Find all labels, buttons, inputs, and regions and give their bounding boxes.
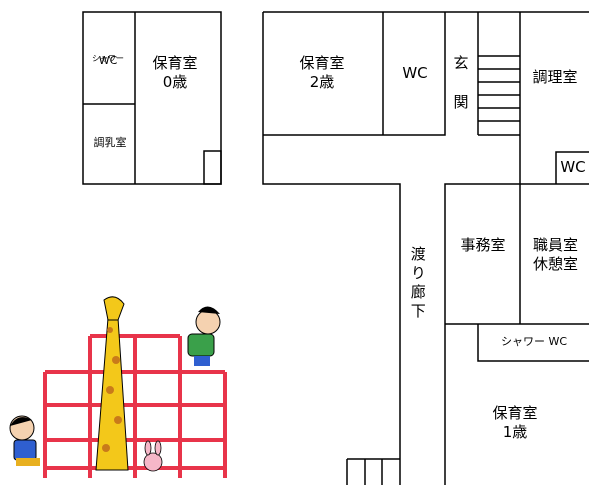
main-walls bbox=[262, 11, 589, 485]
nursery-2-label: 保育室 2歳 bbox=[299, 54, 345, 91]
wc-top-left-label: WC bbox=[88, 40, 128, 68]
nursery-1-label: 保育室 1歳 bbox=[492, 404, 538, 441]
playground-illustration bbox=[9, 296, 227, 478]
wc-label: WC bbox=[98, 53, 118, 67]
bunny-icon bbox=[143, 440, 163, 472]
walls bbox=[82, 11, 589, 485]
wc-center-label: WC bbox=[402, 64, 428, 82]
nursery-0-label: 保育室 0歳 bbox=[152, 54, 198, 91]
formula-room-label: 調乳室 bbox=[93, 136, 127, 149]
block-left-outline bbox=[82, 11, 222, 185]
giraffe-icon bbox=[95, 296, 129, 471]
corridor-label: 渡り廊下 bbox=[408, 246, 427, 322]
child-left-icon bbox=[9, 415, 40, 466]
entrance-label: 玄 関 bbox=[453, 54, 469, 111]
wc-kitchen-label: WC bbox=[560, 158, 586, 176]
shower-top-left-label: シャワー bbox=[92, 54, 124, 63]
staff-room-label: 職員室 休憩室 bbox=[532, 236, 578, 273]
shower-wc-label: シャワー WC bbox=[500, 335, 568, 348]
child-climbing-icon bbox=[187, 306, 221, 366]
jungle-gym-icon bbox=[43, 334, 227, 478]
office-label: 事務室 bbox=[460, 236, 506, 254]
kitchen-label: 調理室 bbox=[532, 68, 578, 86]
